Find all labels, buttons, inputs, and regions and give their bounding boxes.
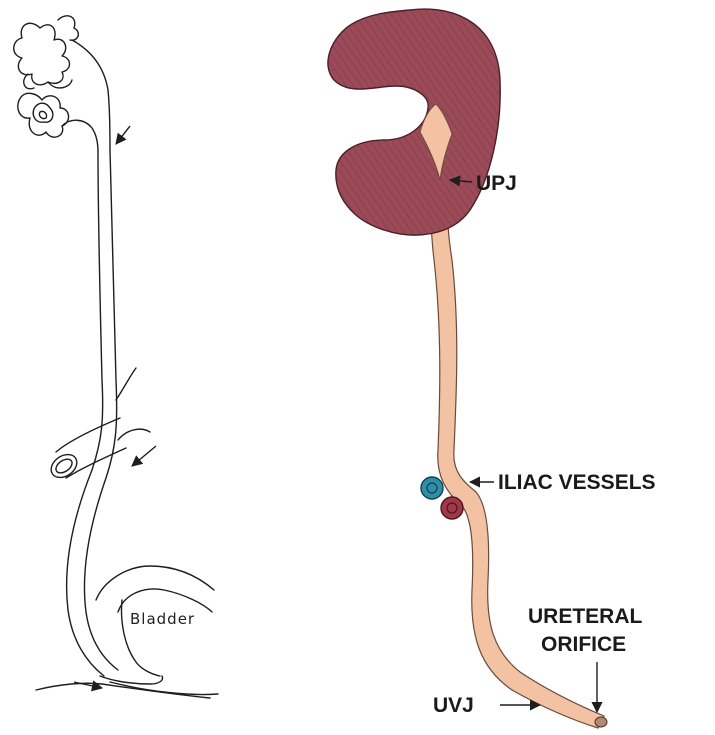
ureter-right-wall [84, 150, 118, 670]
ureteral-orifice-opening [595, 717, 607, 727]
ureteral-tunnel [100, 676, 163, 684]
right-ureter-illustration: UPJ ILIAC VESSELS URETERAL ORIFICE UVJ [328, 9, 656, 728]
bladder-outline [96, 566, 214, 600]
bladder-label: Bladder [130, 610, 195, 628]
ureteral-orifice-label-line1: URETERAL [528, 605, 643, 628]
ureteral-orifice-label-line2: ORIFICE [541, 633, 626, 656]
iliac-vein [441, 497, 463, 519]
iliac-artery [421, 477, 443, 499]
sketch-arrow-iliac [132, 446, 156, 466]
renal-calyx-inner-loop [33, 103, 53, 122]
renal-calyx-mid-loops [24, 74, 72, 89]
sketch-arrow-pelvis [116, 126, 130, 144]
upj-label: UPJ [476, 172, 517, 195]
side-branch-lower [118, 429, 150, 440]
renal-calyces-outline [14, 23, 70, 85]
uvj-label: UVJ [433, 694, 474, 717]
iliac-vessels-label: ILIAC VESSELS [498, 471, 656, 494]
renal-calyx-spiral [39, 111, 46, 118]
bladder-inner-wall [118, 589, 212, 612]
renal-calyx-lower [18, 93, 69, 137]
side-branch-upper [116, 368, 136, 400]
kidney-shading [328, 9, 500, 235]
iliac-vessel-opening [47, 450, 81, 482]
renal-calyx-upper [58, 16, 78, 40]
left-ureter-sketch: Bladder [14, 16, 218, 698]
renal-pelvis-outer [72, 40, 110, 150]
renal-pelvis-inner [62, 120, 98, 152]
